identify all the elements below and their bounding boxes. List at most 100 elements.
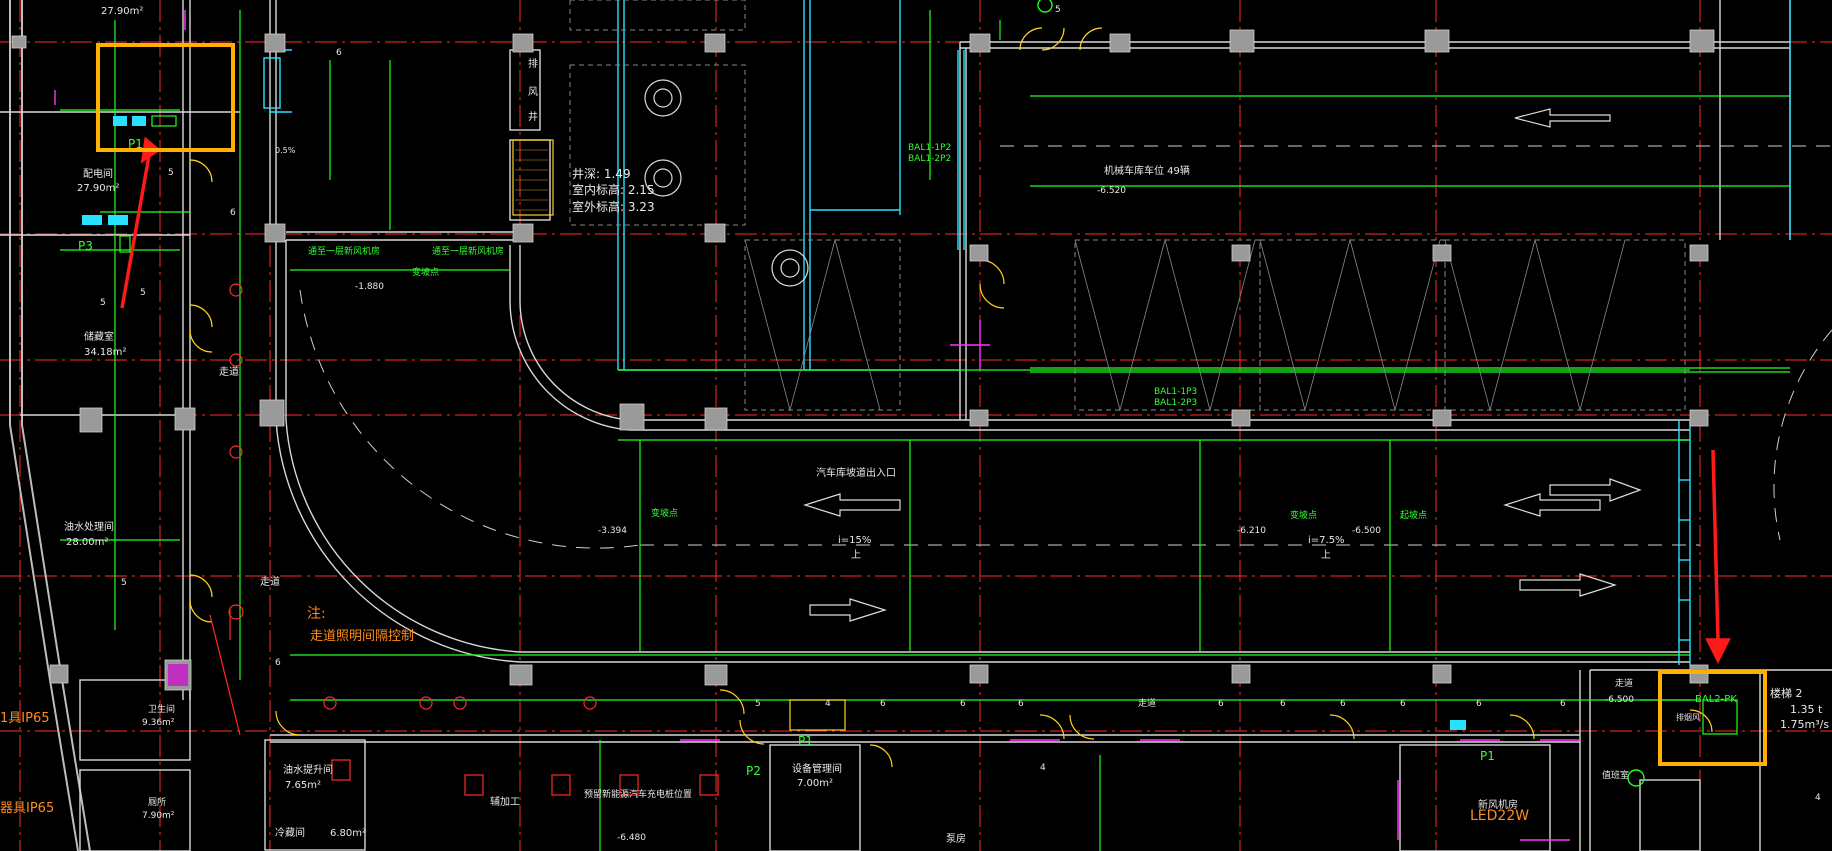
label-well-depth: 井深: 1.49 [572,167,631,181]
label-change-pt-c: 变坡点 [1290,509,1317,521]
label-p1-mid: P1 [798,734,813,748]
panel-blocks [82,116,1466,730]
label-oil-area: 28.00m² [66,537,108,548]
highlight-boxes [96,43,1767,766]
label-indoor-level: 室内标高: 2.15 [572,182,655,197]
label-duty-room: 值班室 [1602,769,1629,781]
circuit-numbers: 5 5 5 5 6 6 6 5 5 4 6 6 6 6 6 6 6 6 6 4 … [100,5,1821,803]
label-corridor-far: 走道 [1615,677,1633,689]
svg-text:4: 4 [1040,763,1046,773]
svg-text:6: 6 [960,699,966,709]
label-oil-room: 油水处理间 [64,520,114,533]
svg-text:5: 5 [100,298,106,308]
label-fan: 排烟风 [1676,712,1700,722]
label-up-b: 上 [1321,549,1331,561]
label-outdoor-level: 室外标高: 3.23 [572,199,655,214]
label-bal-a1: BAL1-1P2 [908,143,951,153]
label-note-mid: 预留新能源汽车充电桩位置 [584,788,692,800]
svg-text:4: 4 [825,699,831,709]
label-wc: 卫生间 [148,703,175,715]
note-body: 走道照明间隔控制 [310,629,414,644]
green-lights [1037,0,1645,787]
svg-text:6: 6 [230,208,236,218]
svg-text:6: 6 [1340,699,1346,709]
traffic-arrows [802,108,1642,622]
label-elev-f: -6.480 [617,833,646,843]
label-toilet: 厕所 [148,797,166,808]
label-corridor-left: 走道 [219,365,239,378]
label-p1-right: P1 [1480,749,1495,763]
svg-text:5: 5 [140,288,146,298]
svg-text:6: 6 [1476,699,1482,709]
svg-text:6: 6 [1280,699,1286,709]
shaft-hatch [515,149,548,211]
label-slope-b: i=7.5% [1308,535,1345,546]
parking-stalls [569,0,1686,411]
green-panel-blocks [119,115,1738,735]
label-storage-area: 34.18m² [84,347,126,358]
label-p1-left: P1 [128,137,143,151]
label-pct: 0.5% [275,146,296,155]
label-oil-lift-room: 油水提升间 [283,763,333,776]
label-aux: 辅加工 [490,795,520,808]
label-stair2-v1: 1.35 t [1790,703,1823,716]
label-cold-room: 冷藏间 [275,826,305,839]
label-storage-room: 储藏室 [84,330,114,343]
label-fresh-air: 新风机房 [1478,798,1518,811]
label-ramp-entry: 汽车库坡道出入口 [816,466,896,479]
turntable-symbols [644,79,809,287]
label-elev-d: -6.500 [1352,526,1381,536]
label-ip65-b: 器具IP65 [0,801,54,816]
label-up-a: 上 [851,549,861,561]
label-top-area: 27.90m² [101,6,143,17]
label-slope-a: i=15% [838,535,871,546]
lane-centerlines [299,145,1832,549]
light-fixtures [228,283,597,710]
svg-text:5: 5 [755,699,761,709]
label-stair2-v2: 1.75m³/s [1780,718,1829,731]
exterior-wall-left [9,0,91,851]
annotation-text: 27.90m² 配电间 27.90m² P1 P3 储藏室 34.18m² 走道… [0,6,1829,845]
label-shaft-a: 排 [528,57,538,70]
svg-text:5: 5 [1055,5,1061,15]
columns [11,29,1715,691]
svg-text:6: 6 [1400,699,1406,709]
label-elev-e: -6.500 [1605,695,1634,705]
svg-text:6: 6 [336,48,342,58]
label-p2: P2 [746,764,761,778]
svg-text:6: 6 [1018,699,1024,709]
label-parking-info: 机械车库车位 49辆 [1104,164,1190,177]
label-ip65-a: 1具IP65 [0,711,50,726]
label-oil-lift-area: 7.65m² [285,780,321,791]
label-pump-room: 泵房 [946,832,966,845]
label-p3: P3 [78,239,93,253]
label-change-pt-b: 变坡点 [651,507,678,519]
label-equip-room: 设备管理间 [792,762,842,775]
svg-text:6: 6 [880,699,886,709]
svg-text:5: 5 [168,168,174,178]
label-floor-link-a: 通至一层新风机房 [308,245,380,257]
label-bal-a2: BAL1-2P2 [908,154,951,164]
svg-text:5: 5 [121,578,127,588]
label-led: LED22W [1470,808,1529,824]
svg-text:4: 4 [1815,793,1821,803]
label-elev-b: -3.394 [598,526,627,536]
svg-text:6: 6 [1218,699,1224,709]
label-change-pt-a: 变坡点 [412,266,439,278]
label-distribution-area: 27.90m² [77,183,119,194]
column-magenta [168,664,188,686]
label-bal-b1: BAL1-1P3 [1154,387,1197,397]
label-distribution-room: 配电间 [83,167,113,180]
label-bal-right: BAL2-PK [1695,694,1737,705]
label-floor-link-b: 通至一层新风机房 [432,245,504,257]
label-elev-c: -6.210 [1237,526,1266,536]
label-level-top: -6.520 [1097,186,1126,196]
red-wires [209,610,719,796]
label-corridor-mid: 走道 [260,575,280,588]
cable-runs [60,10,1790,851]
label-shaft-c: 井 [528,110,538,123]
note-title: 注: [307,606,326,622]
label-stair2: 楼梯 2 [1770,686,1803,700]
